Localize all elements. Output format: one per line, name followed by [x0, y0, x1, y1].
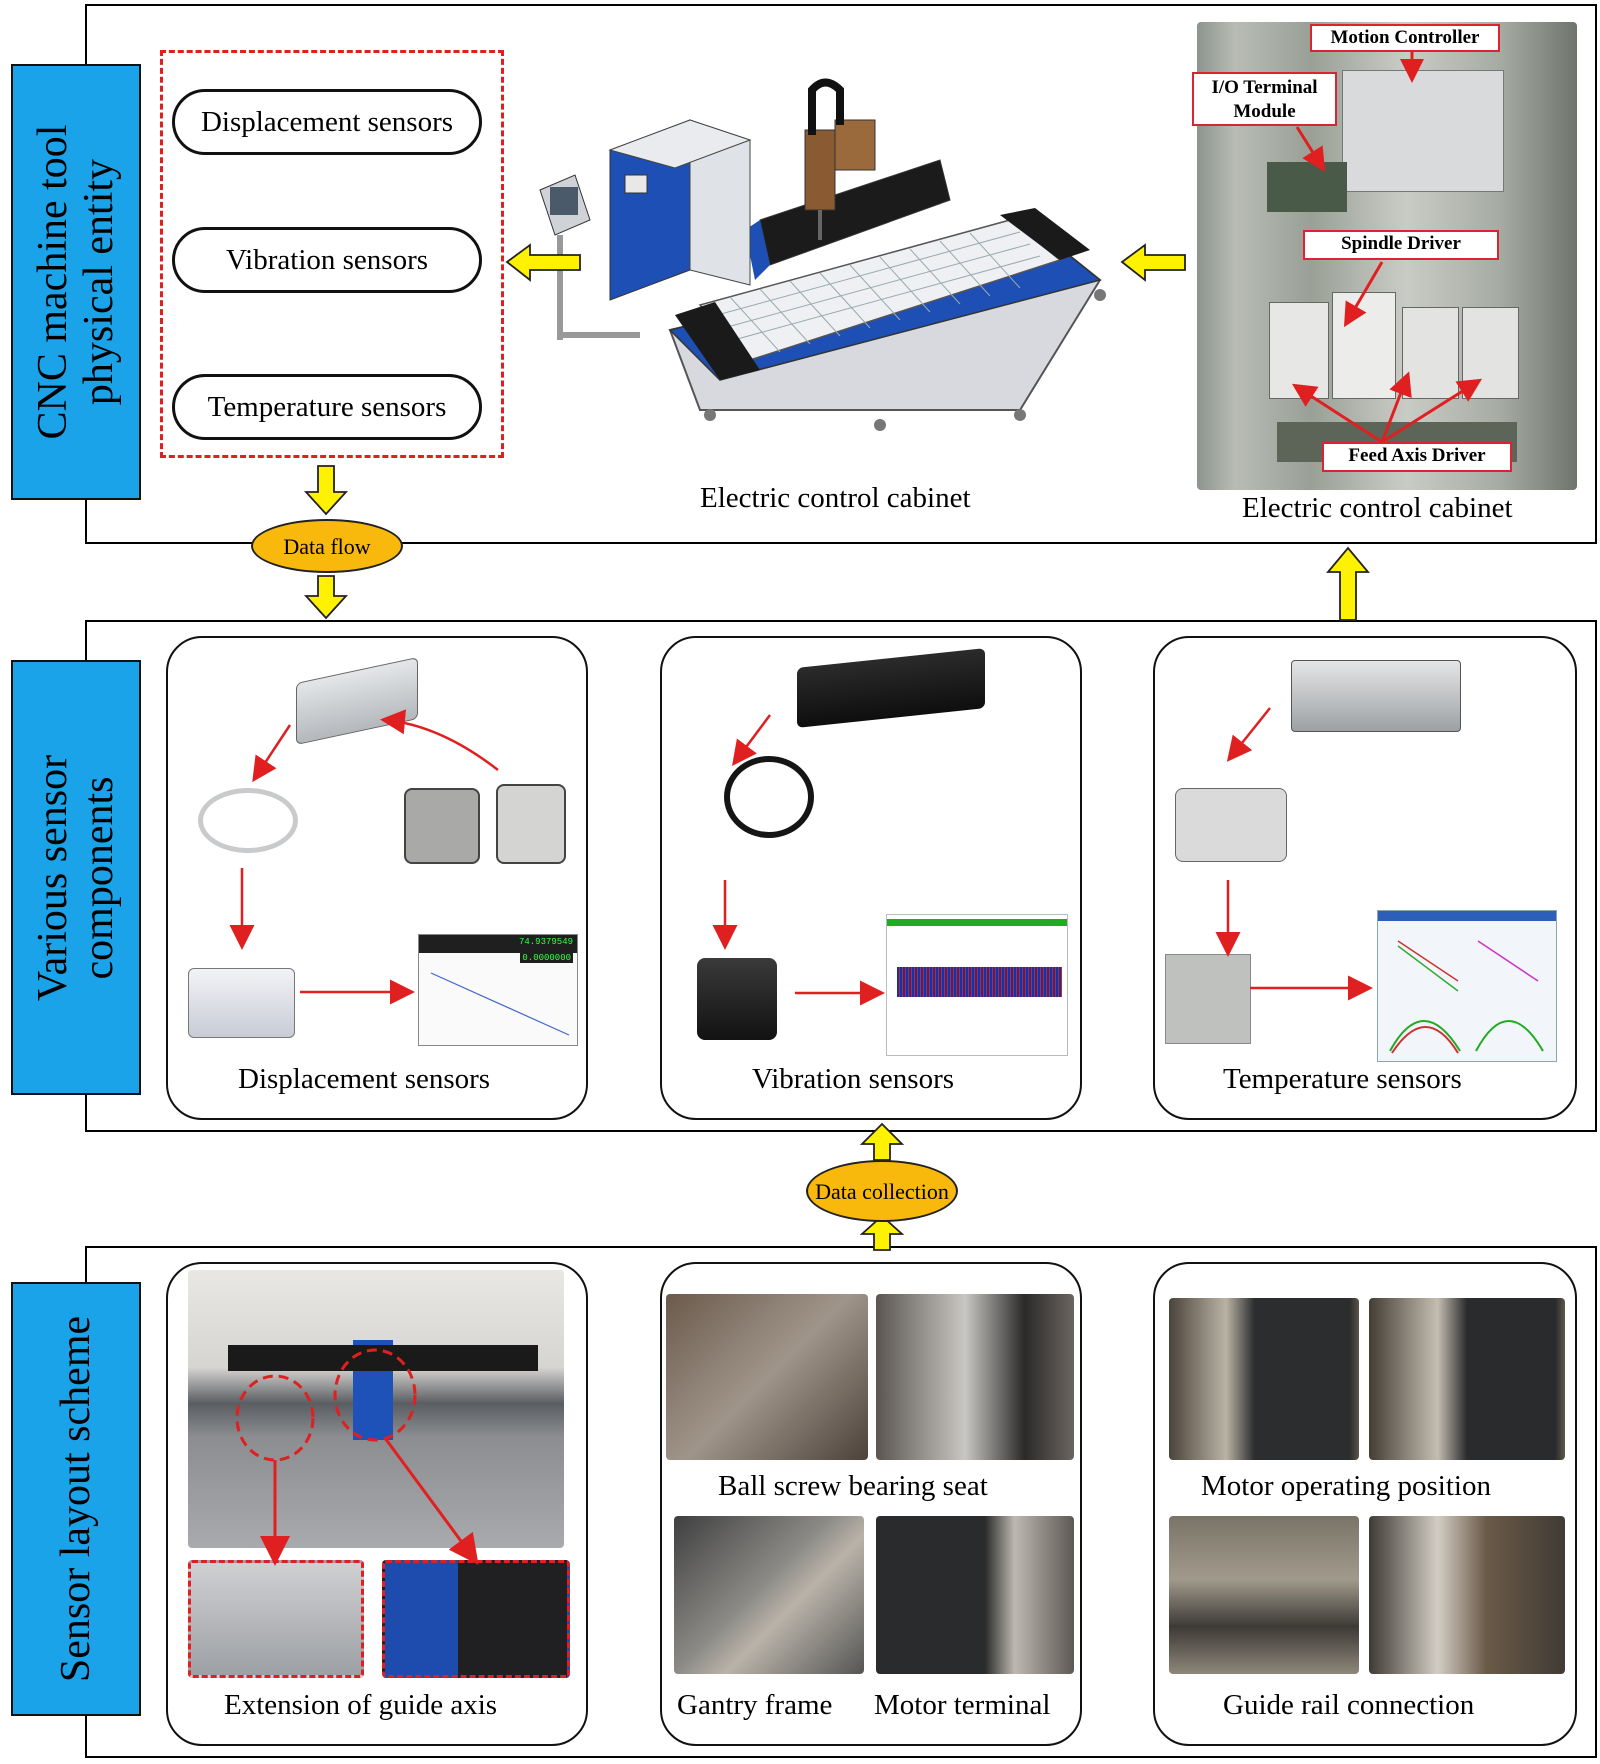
vibration-panel: Vibration sensors — [660, 636, 1082, 1120]
machine-caption: Electric control cabinet — [700, 482, 971, 514]
temperature-chassis — [1291, 660, 1461, 732]
motor-panel: Motor operating position Guide rail conn… — [1153, 1262, 1577, 1746]
physical-entity-tab: CNC machine tool physical entity — [11, 64, 141, 500]
temperature-module — [1175, 788, 1287, 862]
cable-coil — [198, 788, 298, 853]
sensor-pill-displacement: Displacement sensors — [172, 89, 482, 155]
optics-block-1 — [404, 788, 480, 864]
motor-terminal-caption: Motor terminal — [874, 1689, 1051, 1721]
displacement-panel-caption: Displacement sensors — [238, 1063, 491, 1095]
cnc-machine-illustration — [539, 78, 1106, 431]
sensor-pill-vibration: Vibration sensors — [172, 227, 482, 293]
tag-feed-axis-driver: Feed Axis Driver — [1322, 442, 1512, 472]
gantry-photo — [674, 1516, 864, 1674]
tag-io-terminal: I/O Terminal Module — [1192, 72, 1337, 126]
cabinet-caption: Electric control cabinet — [1242, 492, 1513, 524]
temperature-panel: Temperature sensors — [1153, 636, 1577, 1120]
guide-rail-caption: Guide rail connection — [1223, 1689, 1475, 1721]
driver-unit-1 — [1269, 302, 1329, 399]
data-flow-oval: Data flow — [251, 519, 403, 573]
displacement-readout-1: 74.9379549 — [518, 937, 573, 947]
motor-position-caption: Motor operating position — [1201, 1470, 1491, 1502]
accelerometer — [697, 958, 777, 1040]
sensor-pill-temperature: Temperature sensors — [172, 374, 482, 440]
workshop-photo — [188, 1270, 564, 1548]
guide-axis-panel: Extension of guide axis — [166, 1262, 588, 1746]
motor-terminal-photo — [876, 1516, 1074, 1674]
temperature-panel-caption: Temperature sensors — [1223, 1063, 1462, 1095]
guide-axis-detail-1 — [188, 1560, 364, 1678]
components-tab: Various sensor components — [11, 660, 141, 1095]
ball-screw-caption: Ball screw bearing seat — [718, 1470, 988, 1502]
guide-rail-photo-2 — [1369, 1516, 1565, 1674]
vibration-panel-caption: Vibration sensors — [752, 1063, 955, 1095]
guide-axis-detail-2 — [382, 1560, 570, 1678]
optics-block-2 — [496, 784, 566, 864]
ball-screw-panel: Ball screw bearing seat Gantry frame Mot… — [660, 1262, 1082, 1746]
displacement-readout-2: 0.0000000 — [520, 953, 573, 963]
data-collection-oval: Data collection — [806, 1160, 958, 1222]
sensor-cable-bundle — [724, 756, 814, 838]
displacement-chart-screenshot: 74.9379549 0.0000000 — [418, 934, 578, 1046]
temperature-software-screenshot — [1377, 910, 1557, 1062]
gantry-caption: Gantry frame — [677, 1689, 833, 1721]
tag-motion-controller: Motion Controller — [1310, 24, 1500, 52]
ball-screw-photo-1 — [666, 1294, 868, 1460]
cabinet-annotation-arrows — [1291, 52, 1483, 444]
tag-spindle-driver: Spindle Driver — [1303, 230, 1499, 260]
motion-controller-unit — [1342, 70, 1504, 192]
ball-screw-photo-2 — [876, 1294, 1074, 1460]
displacement-panel: 74.9379549 0.0000000 Displacement sensor… — [166, 636, 588, 1120]
motor-position-photo-2 — [1369, 1298, 1565, 1460]
thermocouple-cable — [1165, 954, 1251, 1044]
guide-rail-photo-1 — [1169, 1516, 1359, 1674]
motor-position-photo-1 — [1169, 1298, 1359, 1460]
sensor-interface-box — [188, 968, 295, 1038]
sensor-group-box — [160, 50, 504, 458]
guide-axis-caption: Extension of guide axis — [224, 1689, 498, 1721]
layout-tab: Sensor layout scheme — [11, 1282, 141, 1716]
vibration-signal-screenshot — [886, 914, 1068, 1056]
